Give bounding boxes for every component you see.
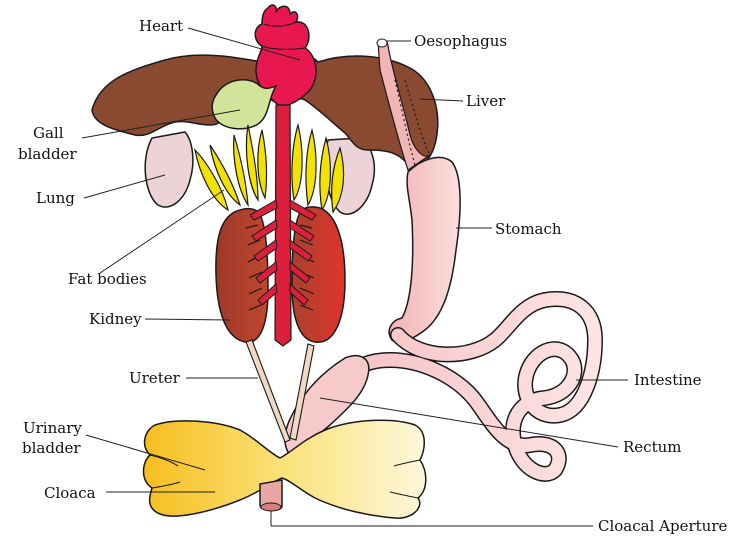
right-ureter — [289, 343, 315, 441]
label-stomach: Stomach — [495, 220, 562, 238]
label-oesophagus: Oesophagus — [414, 32, 507, 50]
leader-lines — [81, 27, 628, 527]
kidney-tubules — [245, 224, 315, 311]
fat-bodies-left — [194, 124, 268, 212]
label-gall-bladder-line2: bladder — [18, 145, 77, 163]
cloaca — [142, 419, 427, 519]
label-kidney: Kidney — [89, 310, 142, 328]
cloacal-aperture — [260, 502, 282, 512]
label-heart: Heart — [139, 17, 183, 35]
oesophagus-hidden-outline-1 — [394, 79, 416, 166]
label-cloacal-aperture: Cloacal Aperture — [598, 517, 727, 535]
gall-bladder — [211, 79, 278, 130]
oesophagus — [377, 39, 431, 171]
heart — [254, 4, 317, 109]
intestine-fill — [345, 292, 602, 481]
label-rectum: Rectum — [623, 438, 681, 456]
left-ureter — [245, 339, 291, 443]
label-lung: Lung — [36, 189, 75, 207]
label-gall-bladder-line1: Gall — [33, 124, 64, 142]
fat-bodies-right — [291, 122, 345, 214]
label-cloaca: Cloaca — [44, 484, 96, 502]
heart-division-line-2 — [263, 21, 297, 27]
label-fat-bodies: Fat bodies — [68, 270, 147, 288]
label-urinary-bladder-line2: bladder — [22, 439, 81, 457]
cloaca-fold-lines — [149, 454, 421, 499]
oesophagus-opening — [376, 38, 388, 48]
left-lung — [144, 131, 194, 208]
heart-division-line — [261, 45, 306, 50]
renal-vessels — [249, 199, 317, 306]
label-liver: Liver — [466, 92, 506, 110]
label-ureter: Ureter — [129, 369, 181, 387]
stomach — [388, 156, 461, 343]
dorsal-aorta — [274, 104, 292, 347]
right-kidney — [291, 206, 346, 343]
label-urinary-bladder-line1: Urinary — [23, 419, 82, 437]
label-intestine: Intestine — [634, 371, 702, 389]
